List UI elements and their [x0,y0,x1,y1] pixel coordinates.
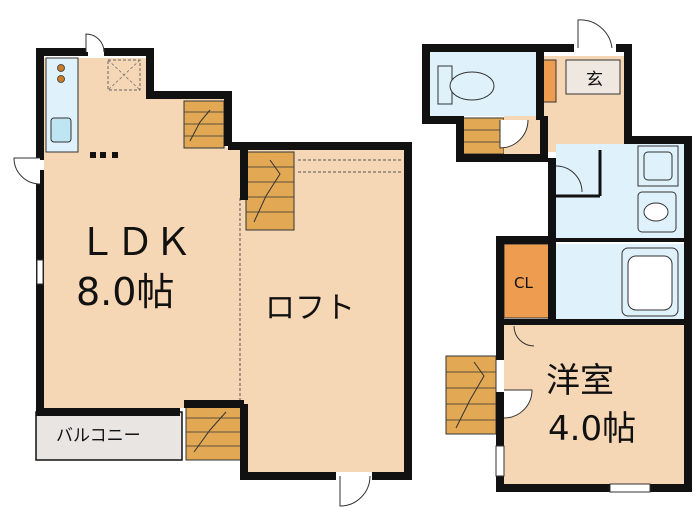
western-name-label: 洋室 [546,361,614,401]
stair-loft-top [245,151,295,231]
window-western-bottom [609,483,651,493]
loft-walls [240,142,412,480]
door-swing-western [503,389,533,419]
stove-burner-icon [57,75,65,83]
door-swing-toilet [499,119,529,149]
toilet-bowl-icon [449,71,495,101]
ldk-size-label: 8.0帖 [76,270,174,314]
loft-name-label: ロフト [265,291,355,326]
western-room-floor [504,324,684,484]
left-unit: ＬＤＫ 8.0帖 ロフト バルコニー [13,33,412,507]
stair-western [445,355,497,435]
washing-machine-icon [637,145,679,187]
door-swing-entrance [577,19,613,49]
stove-burner-icon [57,64,65,72]
ldk-walls [36,48,248,470]
balcony-area [35,411,183,461]
entrance-tile [565,59,621,95]
door-swing-left [13,157,41,185]
ldk-name-label: ＬＤＫ [78,220,192,264]
window-western-left [495,445,505,477]
outlet-marks [90,152,96,158]
door-swing-washroom [555,165,583,193]
fridge-space [107,59,141,91]
entrance-label: 玄 [586,70,603,90]
stair-hall [461,117,505,155]
balcony-label: バルコニー [56,426,141,446]
right-walls [422,44,692,492]
door-swing-loft-bottom [339,475,371,507]
western-size-label: 4.0帖 [548,409,636,449]
door-swing-closet [513,325,535,347]
sink-icon [50,117,72,143]
door-swing-top [85,33,105,53]
right-unit: 玄 CL [422,19,692,493]
closet-label: CL [514,274,533,292]
window-ldk-left [36,259,44,285]
